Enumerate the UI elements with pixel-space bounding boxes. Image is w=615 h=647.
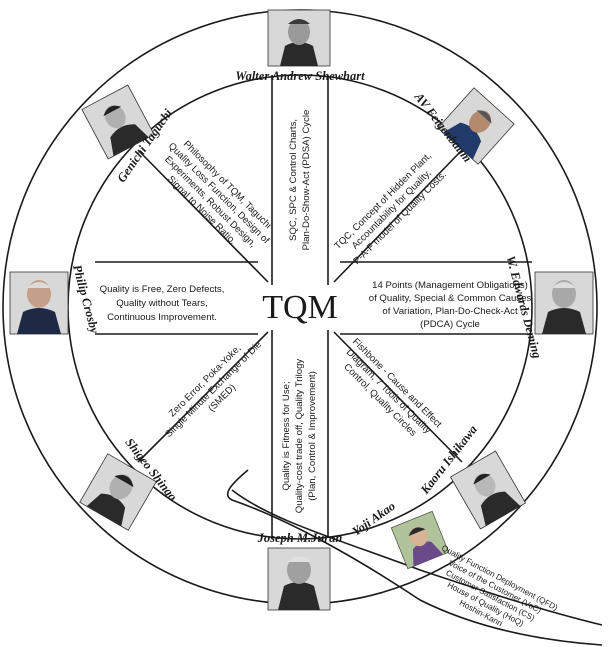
contribution-deming-line-2: of Quality, Special & Common Causes [369, 293, 532, 304]
portrait-akao [390, 510, 450, 570]
portrait-crosby [9, 271, 69, 335]
contribution-juran-line-3: (Plan, Control & Improvement) [307, 371, 318, 501]
portrait-shingo [79, 453, 157, 531]
center-label: TQM [262, 289, 338, 326]
contribution-deming-line-1: 14 Points (Management Obligations) [372, 280, 528, 291]
contribution-crosby-line-3: Continuous Improvement. [107, 312, 217, 323]
contribution-feigenbaum-line-2: Accountability for Quality, [350, 168, 434, 252]
contribution-juran-line-1: Quality is Fitness for Use; [281, 381, 292, 490]
guru-juran: Joseph M.Juran Quality is Fitness for Us… [257, 359, 343, 611]
contribution-shewhart-line-1: SQC, SPC & Control Charts, [288, 119, 299, 241]
q-tail-upper-edge [231, 489, 603, 626]
name-shewhart: Walter Andrew Shewhart [235, 69, 365, 83]
portrait-deming [534, 271, 594, 335]
contribution-shewhart-line-2: Plan-Do-Show-Act (PDSA) Cycle [301, 110, 312, 251]
contribution-shingo-line-2: Single Minute Exchange of Die [163, 339, 264, 440]
contribution-ishikawa-line-2: Diagram, 7 Tools of Quality [344, 347, 433, 436]
guru-akao: Yoji Akao Quality Function Deployment (Q… [350, 499, 560, 629]
name-akao: Yoji Akao [350, 499, 398, 539]
portrait-taguchi [81, 84, 155, 160]
contribution-deming-line-4: (PDCA) Cycle [420, 319, 480, 330]
guru-shingo: Shigeo Shingo Zero Error, Poka-Yoke, Sin… [79, 339, 264, 531]
name-crosby: Philip Crosby [70, 263, 102, 335]
contribution-deming-line-3: of Variation, Plan-Do-Check-Act [382, 306, 518, 317]
guru-deming: W. Edwards Deming 14 Points (Management … [369, 254, 594, 360]
guru-feigenbaum: AV Feigenbaum TQC, Concept of Hidden Pla… [333, 87, 515, 267]
guru-crosby: Philip Crosby Quality is Free, Zero Defe… [9, 263, 225, 335]
spokes [95, 75, 532, 538]
portrait-juran [267, 547, 331, 611]
q-tail-lower-edge [226, 469, 603, 646]
contribution-crosby-line-2: Quality without Tears, [116, 298, 208, 309]
portrait-shewhart [267, 9, 331, 67]
contribution-shingo-line-1: Zero Error, Poka-Yoke, [167, 343, 244, 420]
name-juran: Joseph M.Juran [257, 531, 343, 545]
portrait-feigenbaum [437, 87, 515, 165]
guru-taguchi: Genichi Taguchi Philosophy of TQM, Taguc… [81, 84, 273, 250]
guru-shewhart: Walter Andrew Shewhart SQC, SPC & Contro… [235, 9, 365, 251]
contribution-juran-line-2: Quality-cost trade off, Quality Trilogy [294, 359, 305, 514]
contribution-crosby-line-1: Quality is Free, Zero Defects, [100, 284, 225, 295]
portrait-ishikawa [449, 450, 527, 530]
